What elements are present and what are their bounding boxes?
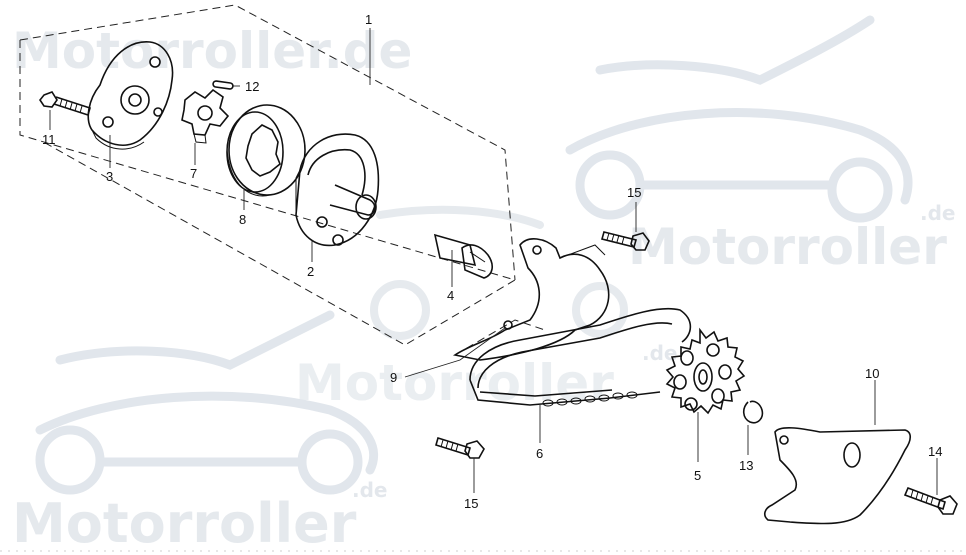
chain-guide-9 bbox=[452, 238, 610, 361]
watermark-right-brand: Motorroller bbox=[628, 218, 947, 276]
callout-7: 7 bbox=[190, 166, 197, 181]
bolt-15-upper bbox=[601, 231, 650, 251]
watermark-right-suffix: .de bbox=[920, 201, 955, 225]
pump-cover-3 bbox=[87, 41, 174, 150]
callout-1: 1 bbox=[365, 12, 372, 27]
callout-10: 10 bbox=[865, 366, 879, 381]
drive-chain-6 bbox=[469, 307, 692, 407]
assembly-boundary-left bbox=[19, 40, 517, 346]
watermark-center-suffix: .de bbox=[642, 341, 677, 365]
bolt-15-lower bbox=[435, 436, 485, 459]
assembly-boundary-lower bbox=[454, 319, 546, 356]
callout-12: 12 bbox=[245, 79, 259, 94]
circlip-13 bbox=[742, 400, 764, 424]
outer-rotor-8 bbox=[226, 104, 306, 197]
watermark-bottom-left-brand: Motorroller bbox=[12, 492, 357, 555]
cover-plate-10 bbox=[763, 427, 912, 525]
callout-6: 6 bbox=[536, 446, 543, 461]
bolt-11 bbox=[39, 91, 91, 117]
callout-14: 14 bbox=[928, 444, 942, 459]
sprocket-5 bbox=[665, 327, 746, 415]
callout-15-lower: 15 bbox=[464, 496, 478, 511]
callout-8: 8 bbox=[239, 212, 246, 227]
pin-12 bbox=[212, 80, 234, 90]
scooter-logo-right bbox=[565, 15, 913, 223]
callout-13: 13 bbox=[739, 458, 753, 473]
inner-rotor-7 bbox=[181, 88, 230, 144]
pump-body-2 bbox=[295, 133, 380, 247]
callout-9: 9 bbox=[390, 370, 397, 385]
callout-5: 5 bbox=[694, 468, 701, 483]
callout-2: 2 bbox=[307, 264, 314, 279]
chain-links bbox=[542, 391, 638, 407]
callout-11: 11 bbox=[42, 132, 56, 147]
callout-4: 4 bbox=[447, 288, 454, 303]
leader-lines bbox=[49, 28, 938, 495]
strainer-4 bbox=[433, 233, 493, 279]
callout-15-upper: 15 bbox=[627, 185, 641, 200]
callout-3: 3 bbox=[106, 169, 113, 184]
callout-labels: 1 2 3 4 5 6 7 8 9 10 11 12 13 14 15 15 bbox=[42, 12, 942, 511]
watermark-bottom-left-suffix: .de bbox=[352, 478, 387, 502]
watermark-top-left: Motorroller.de bbox=[12, 22, 412, 80]
scooter-logo-left bbox=[35, 310, 379, 495]
watermark-layer: Motorroller.de Motorroller .de Motorroll… bbox=[12, 15, 955, 555]
bolt-14 bbox=[903, 486, 958, 515]
scooter-logo-center bbox=[370, 205, 628, 340]
